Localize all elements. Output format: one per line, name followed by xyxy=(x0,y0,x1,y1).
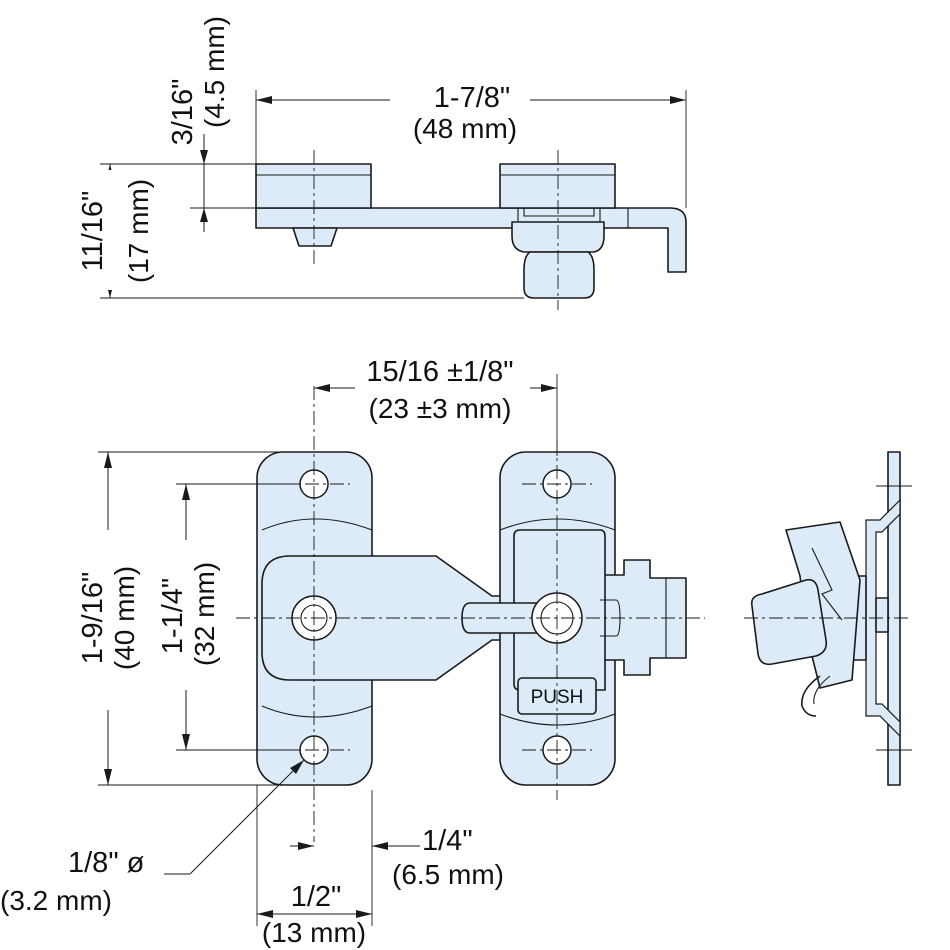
side-view xyxy=(744,451,912,786)
base-thickness-imperial: 3/16" xyxy=(167,79,199,146)
top-view xyxy=(255,150,687,310)
side-view-bolt xyxy=(750,578,828,666)
dim-overall-height: 11/16" (17 mm) xyxy=(77,163,524,299)
dim-plate-width: 1/2" (13 mm) xyxy=(256,785,373,948)
top-view-left-block xyxy=(255,163,372,209)
strike-spacing-imperial: 15/16 ±1/8" xyxy=(366,356,513,388)
front-view: PUSH xyxy=(236,386,705,842)
overall-width-imperial: 1-9/16" xyxy=(77,572,109,665)
overall-length-metric: (48 mm) xyxy=(413,113,517,144)
spring-tab xyxy=(599,559,687,676)
top-view-left-rivet xyxy=(292,227,338,247)
plate-width-imperial: 1/2" xyxy=(291,881,342,913)
dim-overall-length: 1-7/8" (48 mm) xyxy=(255,82,687,208)
hole-spacing-metric: (32 mm) xyxy=(189,562,220,666)
strike-spacing-metric: (23 ±3 mm) xyxy=(369,393,512,424)
dim-base-thickness: 3/16" (4.5 mm) xyxy=(167,16,256,232)
overall-width-metric: (40 mm) xyxy=(109,566,140,670)
side-view-plate xyxy=(887,451,901,786)
side-view-nub xyxy=(875,597,889,633)
top-view-right-block xyxy=(499,163,616,209)
overall-height-imperial: 11/16" xyxy=(77,191,109,272)
hole-diameter-metric: (3.2 mm) xyxy=(0,885,112,916)
dim-hole-spacing: 1-1/4" (32 mm) xyxy=(157,483,300,751)
top-view-push-button xyxy=(523,251,595,299)
hole-offset-metric: (6.5 mm) xyxy=(392,859,504,890)
dim-hole-diameter: 1/8" ø (3.2 mm) xyxy=(0,759,305,916)
side-view-bracket xyxy=(865,498,901,738)
dim-hole-offset: 1/4" (6.5 mm) xyxy=(290,790,504,890)
hole-spacing-imperial: 1-1/4" xyxy=(157,578,189,654)
hole-diameter-imperial: 1/8" ø xyxy=(68,847,145,879)
overall-height-metric: (17 mm) xyxy=(123,179,154,283)
side-view-hook xyxy=(801,675,821,717)
base-thickness-metric: (4.5 mm) xyxy=(199,16,230,128)
hole-offset-imperial: 1/4" xyxy=(422,825,473,857)
plate-width-metric: (13 mm) xyxy=(262,917,366,948)
dim-strike-spacing: 15/16 ±1/8" (23 ±3 mm) xyxy=(314,356,558,456)
overall-length-imperial: 1-7/8" xyxy=(434,82,510,114)
dim-overall-width: 1-9/16" (40 mm) xyxy=(77,451,300,786)
